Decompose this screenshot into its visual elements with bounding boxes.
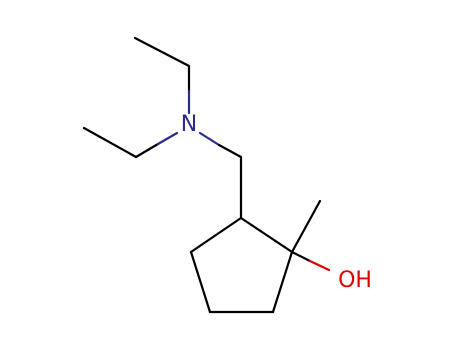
- bond-ethyl2-cc: [82, 126, 138, 159]
- bond-ethyl2-cn-b: [156, 131, 179, 146]
- bond-ring-4: [271, 250, 294, 314]
- bond-n-ch2-a: [198, 131, 221, 147]
- bond-ring-2: [189, 250, 212, 314]
- hydroxyl-group-label: OH: [338, 268, 372, 293]
- nitrogen-atom-label: N: [181, 112, 197, 137]
- bond-c-o-b: [308, 259, 331, 272]
- bond-ring-1: [189, 216, 243, 254]
- bond-c-o-a: [290, 250, 312, 263]
- bond-ring-5: [239, 216, 294, 254]
- bond-ethyl2-cn-a: [134, 142, 160, 159]
- bond-methyl: [290, 199, 322, 254]
- bonds: [82, 36, 331, 314]
- bond-ethyl1-cc: [133, 36, 191, 68]
- bond-n-ch2-b: [217, 143, 243, 159]
